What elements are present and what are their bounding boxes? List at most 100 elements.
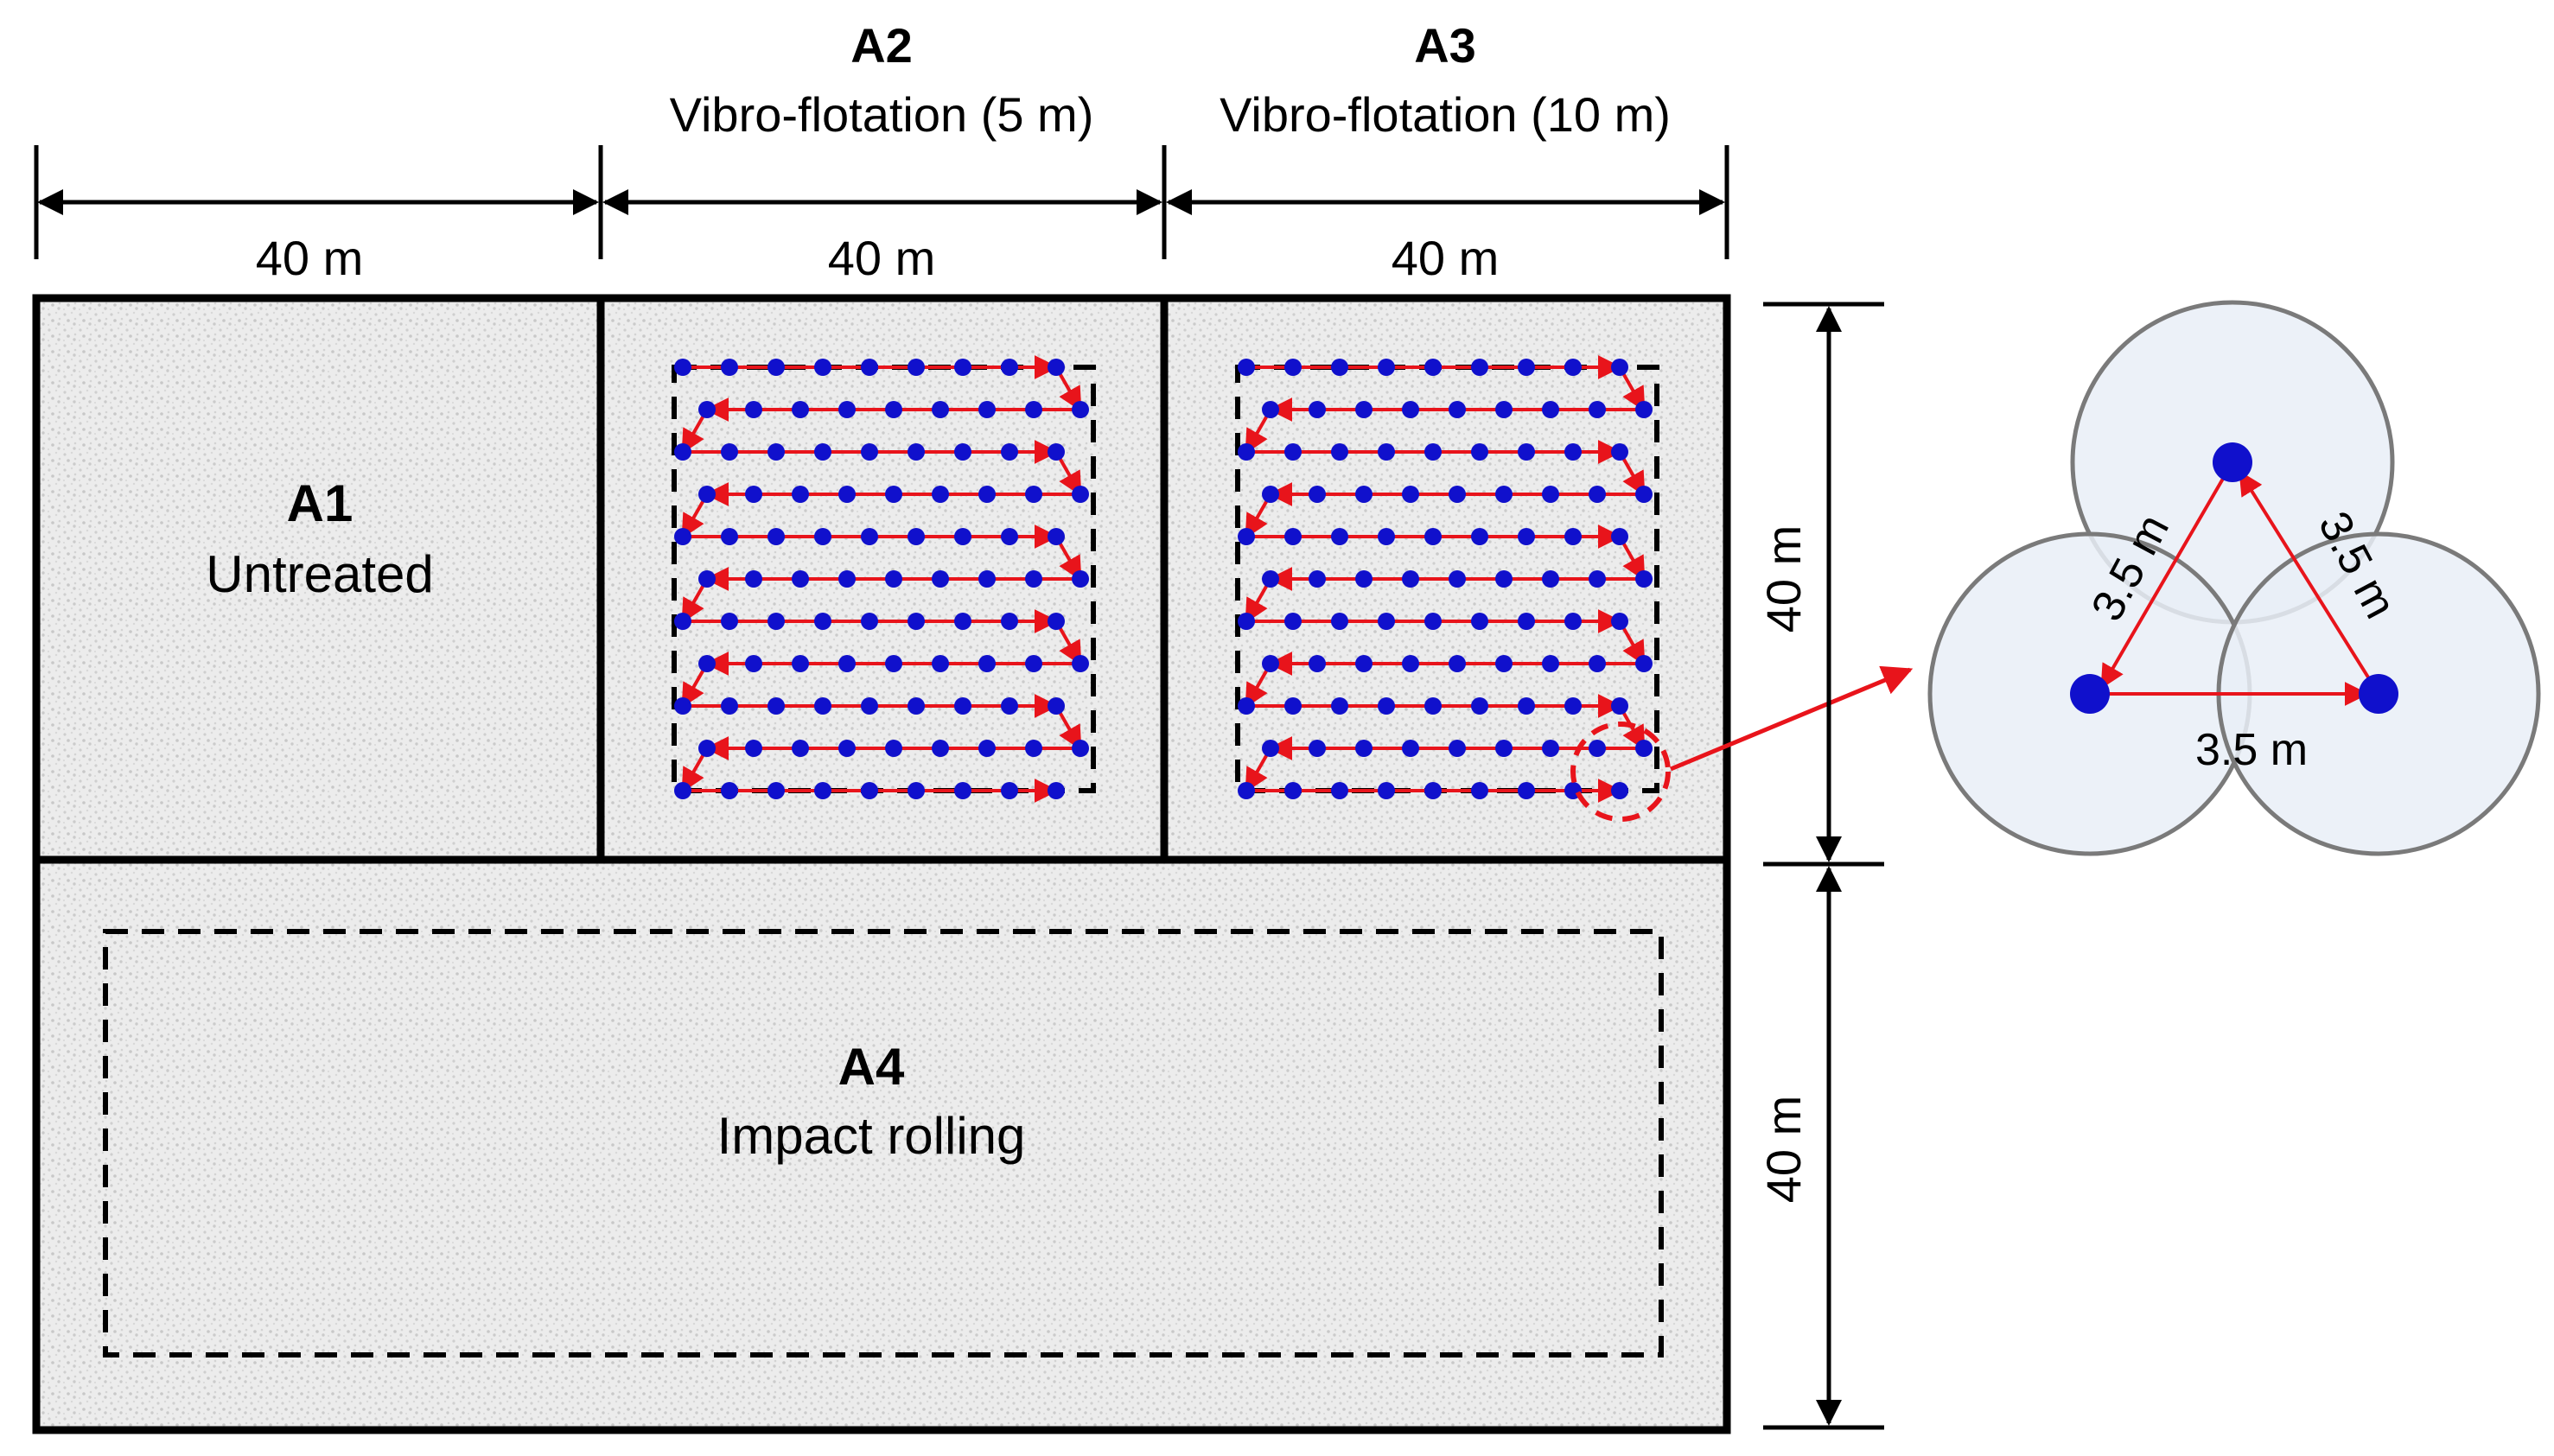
compaction-point [698,401,716,418]
compaction-point [861,697,878,715]
compaction-point [792,401,809,418]
compaction-point [1402,740,1419,757]
compaction-point [1025,655,1042,672]
compaction-point [1542,570,1559,588]
compaction-point [1025,401,1042,418]
top-dimensions [34,145,1729,259]
compaction-point [721,782,738,799]
compaction-point [1564,359,1582,376]
compaction-point [1495,740,1513,757]
compaction-point [767,613,785,630]
compaction-point [1001,697,1018,715]
compaction-point [1284,528,1302,545]
compaction-point [721,613,738,630]
compaction-point [1611,613,1628,630]
compaction-point [1048,782,1065,799]
compaction-point [1072,486,1089,503]
spacing-edge [2100,461,2234,690]
compaction-point [792,655,809,672]
compaction-point [814,697,831,715]
compaction-point [792,570,809,588]
compaction-point [1331,782,1348,799]
compaction-point [954,443,971,461]
compaction-point [1635,655,1653,672]
compaction-point [1072,740,1089,757]
compaction-point [932,655,949,672]
compaction-point [767,782,785,799]
compaction-point [885,740,902,757]
compaction-point [1238,443,1255,461]
compaction-point [792,740,809,757]
compaction-point [908,528,925,545]
compaction-point [1564,528,1582,545]
compaction-point [767,359,785,376]
spacing-label-bottom: 3.5 m [2195,725,2308,775]
compaction-point [1449,486,1466,503]
compaction-point [745,570,762,588]
compaction-point [1518,782,1535,799]
compaction-point [1402,401,1419,418]
compaction-point [1072,570,1089,588]
compaction-point [2070,674,2110,714]
compaction-point [1589,655,1606,672]
compaction-point [978,740,996,757]
a4-name: Impact rolling [717,1107,1026,1165]
compaction-point [1518,359,1535,376]
compaction-point [1331,697,1348,715]
compaction-point [1471,782,1488,799]
compaction-point [908,697,925,715]
compaction-point [674,359,691,376]
compaction-point [1471,528,1488,545]
compaction-point [1355,570,1373,588]
compaction-point [1449,740,1466,757]
compaction-point [1564,613,1582,630]
compaction-point [1378,359,1395,376]
compaction-point [885,570,902,588]
compaction-point [838,655,856,672]
compaction-point [767,528,785,545]
compaction-point [1025,740,1042,757]
compaction-point [1331,528,1348,545]
compaction-point [885,401,902,418]
compaction-point [932,570,949,588]
compaction-point [767,443,785,461]
compaction-point [838,570,856,588]
compaction-point [1402,655,1419,672]
a2-treatment-area [672,365,1096,793]
compaction-point [1284,782,1302,799]
compaction-point [1048,443,1065,461]
compaction-point [674,443,691,461]
compaction-point [1355,401,1373,418]
compaction-point [721,528,738,545]
compaction-point [1331,443,1348,461]
compaction-point [674,613,691,630]
compaction-point [1001,359,1018,376]
compaction-point [1238,697,1255,715]
compaction-point [1611,443,1628,461]
compaction-point [954,359,971,376]
compaction-point [861,359,878,376]
compaction-point [1424,443,1442,461]
compaction-point [1048,697,1065,715]
compaction-point [2213,442,2252,482]
compaction-point [978,401,996,418]
compaction-point [885,486,902,503]
a3-width-label: 40 m [1392,231,1500,285]
compaction-point [838,740,856,757]
compaction-point [908,782,925,799]
a2-title: A2 [850,18,913,73]
compaction-point [978,570,996,588]
compaction-point [1449,570,1466,588]
spacing-edge [2239,470,2380,696]
compaction-point [674,697,691,715]
compaction-point [1072,401,1089,418]
callout-arrow [1670,665,1914,772]
compaction-point [978,655,996,672]
compaction-point [1262,655,1279,672]
compaction-point [1378,782,1395,799]
compaction-point [792,486,809,503]
compaction-point [1402,486,1419,503]
compaction-point [1072,655,1089,672]
compaction-point [1471,697,1488,715]
compaction-point [1309,655,1326,672]
